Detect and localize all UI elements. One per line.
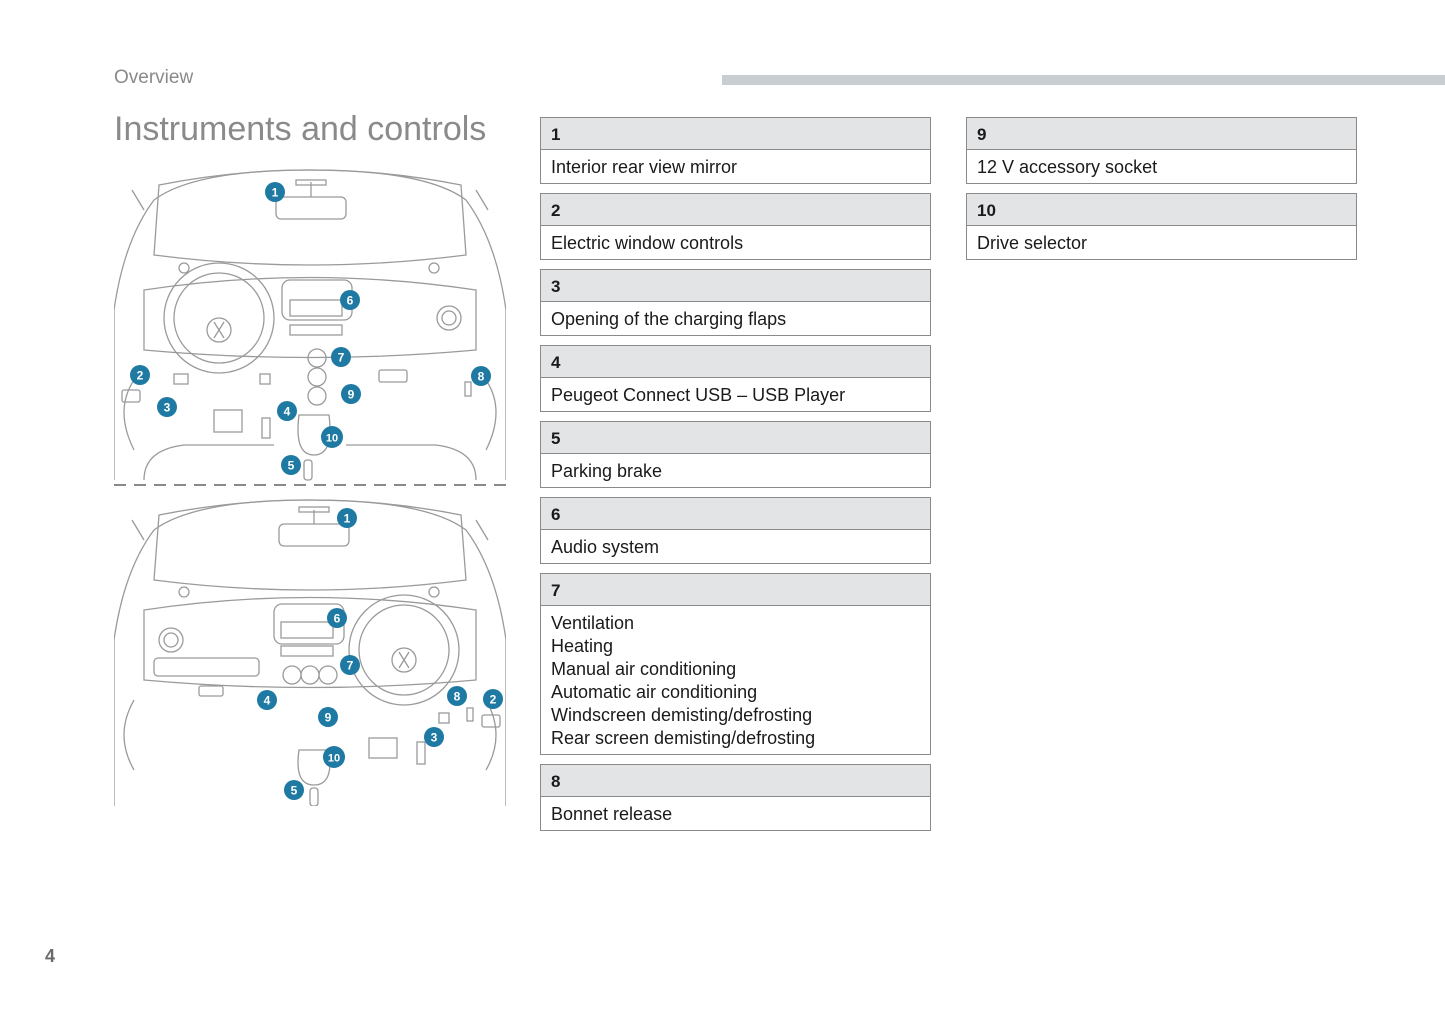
- legend-text: Rear screen demisting/defrosting: [551, 728, 816, 748]
- legend-number: 3: [541, 270, 930, 302]
- callout-3-bottom: [424, 727, 444, 747]
- legend-text: Parking brake: [551, 461, 663, 481]
- legend-text: Bonnet release: [551, 804, 673, 824]
- callout-2-bottom: [483, 689, 503, 709]
- svg-text:5: 5: [291, 784, 298, 798]
- callout-6-bottom: [327, 608, 347, 628]
- legend-text: Electric window controls: [551, 233, 744, 253]
- legend-text: Automatic air conditioning: [551, 682, 758, 702]
- legend-text: Audio system: [551, 537, 660, 557]
- legend-number: 1: [541, 118, 930, 150]
- legend-number: 6: [541, 498, 930, 530]
- legend-item-8: 8 Bonnet release: [540, 764, 931, 831]
- callout-7-bottom: [340, 655, 360, 675]
- legend-item-7: 7 Ventilation Heating Manual air conditi…: [540, 573, 931, 755]
- section-label: Overview: [114, 67, 194, 88]
- callout-6-top: [340, 290, 360, 310]
- svg-text:6: 6: [347, 294, 354, 308]
- legend-item-1: 1 Interior rear view mirror: [540, 117, 931, 184]
- svg-text:10: 10: [328, 753, 340, 765]
- svg-text:8: 8: [478, 370, 485, 384]
- legend-number: 5: [541, 422, 930, 454]
- callout-7-top: [331, 347, 351, 367]
- svg-text:4: 4: [264, 694, 271, 708]
- svg-text:2: 2: [490, 693, 497, 707]
- legend-item-3: 3 Opening of the charging flaps: [540, 269, 931, 336]
- legend-column-left: 1 Interior rear view mirror 2 Electric w…: [540, 117, 931, 840]
- callout-9-top: [341, 384, 361, 404]
- callout-2-top: [130, 365, 150, 385]
- legend-text: 12 V accessory socket: [977, 157, 1158, 177]
- legend-item-10: 10 Drive selector: [966, 193, 1357, 260]
- legend-item-9: 9 12 V accessory socket: [966, 117, 1357, 184]
- callout-1-bottom: [337, 508, 357, 528]
- callouts: 1 2 3 4 5 6 7 8 9 10 1 2 3 4 5 6 7 8 9 1…: [130, 182, 503, 800]
- legend-item-2: 2 Electric window controls: [540, 193, 931, 260]
- legend-text: Opening of the charging flaps: [551, 309, 787, 329]
- svg-text:1: 1: [272, 186, 279, 200]
- svg-text:9: 9: [348, 388, 355, 402]
- legend-item-5: 5 Parking brake: [540, 421, 931, 488]
- svg-text:7: 7: [338, 351, 345, 365]
- legend-number: 7: [541, 574, 930, 606]
- callout-4-bottom: [257, 690, 277, 710]
- svg-text:10: 10: [326, 433, 338, 445]
- callout-10-top: [321, 426, 343, 448]
- svg-text:6: 6: [334, 612, 341, 626]
- header-rule: [722, 75, 1445, 85]
- legend-number: 10: [967, 194, 1356, 226]
- legend-text: Ventilation: [551, 613, 635, 633]
- page-number: 4: [45, 946, 56, 966]
- legend-column-right: 9 12 V accessory socket 10 Drive selecto…: [966, 117, 1357, 269]
- svg-text:3: 3: [164, 401, 171, 415]
- legend-text: Windscreen demisting/defrosting: [551, 705, 813, 725]
- legend-text: Interior rear view mirror: [551, 157, 738, 177]
- svg-text:8: 8: [454, 690, 461, 704]
- legend-text: Peugeot Connect USB – USB Player: [551, 385, 846, 405]
- callout-3-top: [157, 397, 177, 417]
- dashboard-illustration: 1 2 3 4 5 6 7 8 9 10 1 2 3 4 5 6 7 8 9 1…: [114, 169, 506, 806]
- legend-text: Manual air conditioning: [551, 659, 737, 679]
- callout-9-bottom: [318, 707, 338, 727]
- legend-number: 9: [967, 118, 1356, 150]
- legend-item-4: 4 Peugeot Connect USB – USB Player: [540, 345, 931, 412]
- legend-number: 4: [541, 346, 930, 378]
- legend-number: 8: [541, 765, 930, 797]
- page-title: Instruments and controls: [114, 110, 487, 148]
- legend-number: 2: [541, 194, 930, 226]
- callout-8-top: [471, 366, 491, 386]
- legend-text: Heating: [551, 636, 614, 656]
- legend-text: Drive selector: [977, 233, 1088, 253]
- svg-text:7: 7: [347, 659, 354, 673]
- callout-1-top: [265, 182, 285, 202]
- svg-text:1: 1: [344, 512, 351, 526]
- callout-5-bottom: [284, 780, 304, 800]
- svg-text:4: 4: [284, 405, 291, 419]
- svg-text:3: 3: [431, 731, 438, 745]
- callout-5-top: [281, 455, 301, 475]
- svg-text:9: 9: [325, 711, 332, 725]
- callout-10-bottom: [323, 746, 345, 768]
- svg-text:5: 5: [288, 459, 295, 473]
- svg-text:2: 2: [137, 369, 144, 383]
- callout-8-bottom: [447, 686, 467, 706]
- callout-4-top: [277, 401, 297, 421]
- legend-item-6: 6 Audio system: [540, 497, 931, 564]
